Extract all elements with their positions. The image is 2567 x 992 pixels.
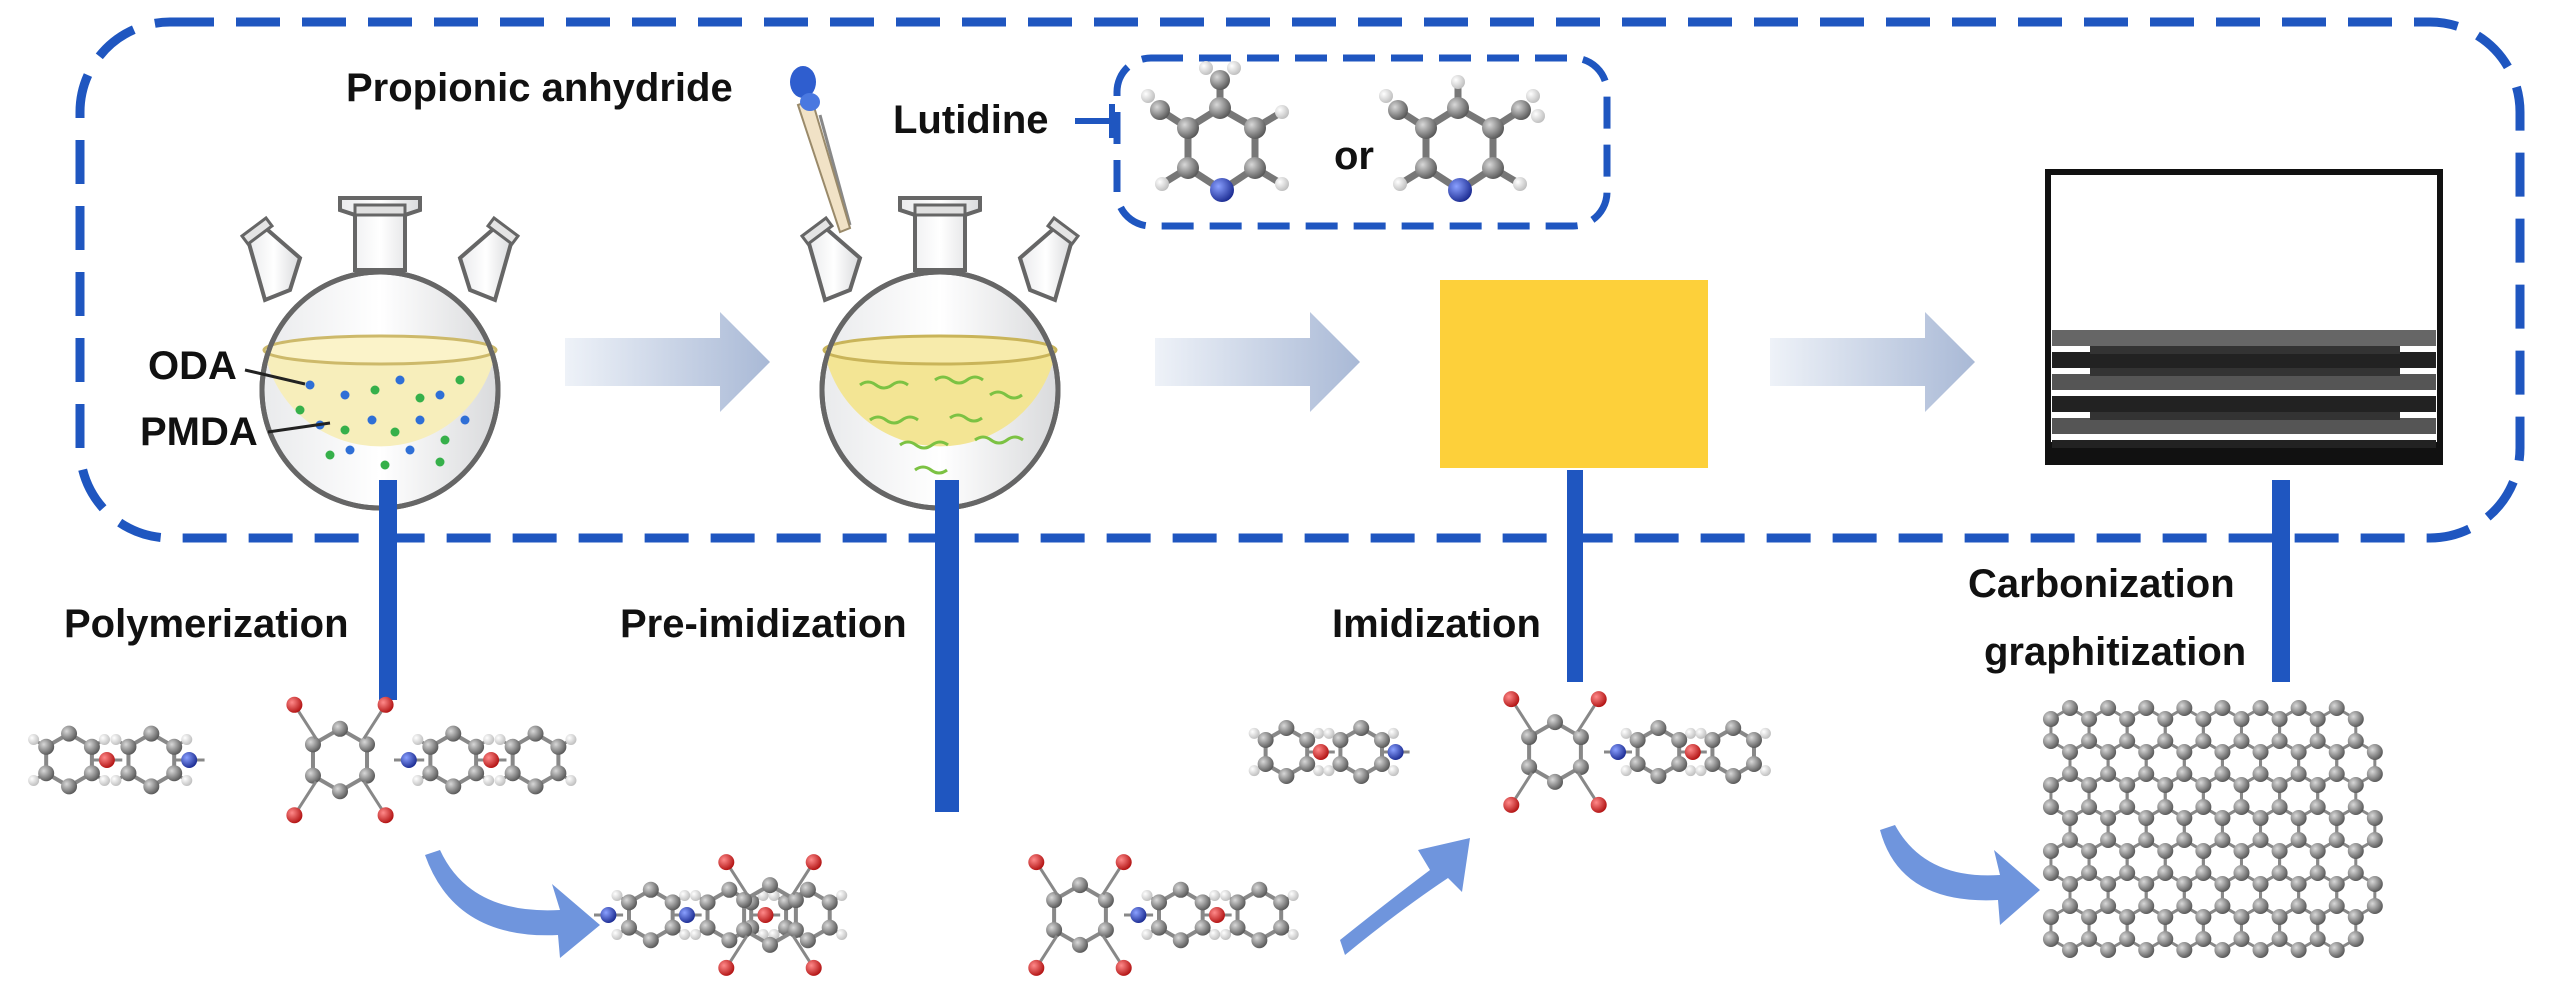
block-arrow-1	[565, 312, 770, 412]
connector-imidization	[1567, 470, 1583, 682]
lutidine-label: Lutidine	[893, 98, 1049, 142]
step-label-polymerization: Polymerization	[64, 602, 349, 646]
step-label-imidization: Imidization	[1332, 602, 1541, 646]
or-label: or	[1334, 134, 1374, 178]
step-label-carbonization: Carbonization	[1968, 562, 2235, 606]
polyimide-molecule	[1248, 691, 1771, 813]
graphene-lattice	[2042, 700, 2383, 958]
connector-pre-imidization	[935, 480, 959, 812]
graphite-film	[2045, 169, 2443, 465]
pmda-label: PMDA	[140, 410, 258, 454]
polyimide-film	[1440, 280, 1708, 468]
oda-pmda-particles	[295, 375, 470, 470]
flask-polymerization	[239, 196, 521, 511]
oda-label: ODA	[148, 344, 237, 388]
polymer-chains	[859, 375, 1024, 475]
block-arrow-2	[1155, 312, 1360, 412]
connector-carbonization	[2272, 480, 2290, 682]
curved-arrow-2	[1340, 838, 1470, 955]
process-boundary	[75, 17, 2525, 543]
lutidine-molecule-2	[1379, 75, 1545, 202]
curved-arrow-3	[1880, 825, 2040, 925]
polyamic-acid-molecule	[28, 696, 577, 824]
pre-imidized-molecule	[594, 854, 1299, 976]
pmda-leader	[267, 421, 331, 434]
block-arrow-3	[1770, 312, 1975, 412]
lutidine-molecule-1	[1141, 61, 1289, 202]
flask-pre-imidization	[799, 196, 1081, 511]
step-label-pre-imidization: Pre-imidization	[620, 602, 907, 646]
oda-leader	[244, 368, 306, 386]
dropper-pipettes	[790, 66, 852, 234]
connector-polymerization	[379, 480, 397, 700]
step-label-graphitization: graphitization	[1984, 630, 2247, 674]
lutidine-structures-box	[1113, 54, 1611, 230]
curved-arrow-1	[425, 850, 600, 958]
propionic-anhydride-label: Propionic anhydride	[346, 66, 733, 110]
